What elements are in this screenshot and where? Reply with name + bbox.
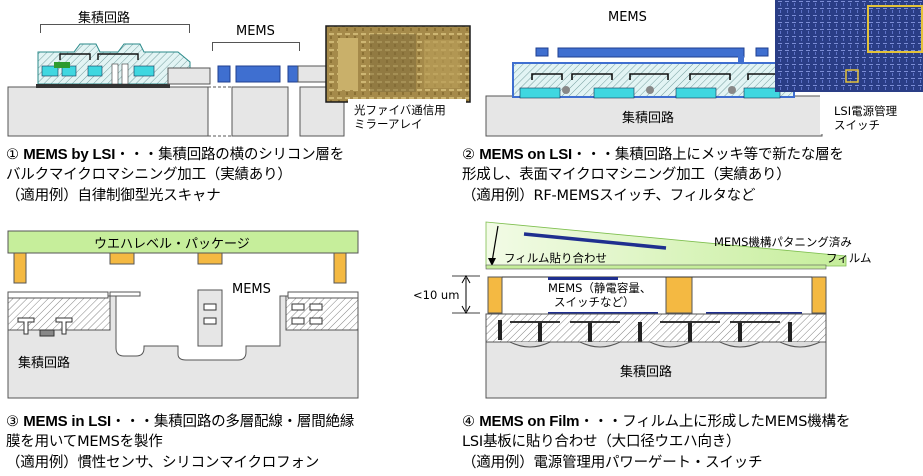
- panel4-label-bond: フィルム貼り合わせ: [504, 251, 608, 265]
- panel4-caption-line3: （適用例）電源管理用パワーゲート・スイッチ: [462, 455, 763, 471]
- panel1-caption-line3: （適用例）自律制御型光スキャナ: [6, 188, 221, 204]
- panel3-caption-line3: （適用例）慣性センサ、シリコンマイクロフォン: [6, 455, 320, 471]
- panel1-label-circuit: 集積回路: [78, 11, 131, 26]
- panel1-caption-line1: ① MEMS by LSI・・・集積回路の横のシリコン層を: [6, 145, 344, 165]
- panel1-photo-caption-2: ミラーアレイ: [354, 117, 423, 131]
- panel2-mems-bridge: [557, 47, 745, 58]
- panel2-caption-title: MEMS on LSI: [479, 146, 573, 163]
- panel4-caption-title: MEMS on Film: [479, 413, 580, 430]
- panel3-diagram: [7, 230, 359, 399]
- panel4-label-circuit: 集積回路: [620, 365, 673, 380]
- panel4-caption-rest: ・・・フィルム上に形成したMEMS機構を: [579, 414, 851, 430]
- panel2-substrate: [485, 95, 823, 137]
- panel4-label-mems-2: スイッチなど）: [554, 295, 635, 309]
- panel4-diagram: [452, 221, 847, 399]
- panel2-photo-caption-1: LSI電源管理: [834, 104, 898, 118]
- panel4-label-film-2: フィルム: [826, 251, 872, 265]
- panel1-substrate-left: [7, 86, 209, 137]
- panel4-caption-number: ④: [462, 414, 480, 430]
- panel2-label-circuit: 集積回路: [622, 111, 675, 126]
- panel3-caption-line2: 膜を用いてMEMSを製作: [6, 434, 163, 450]
- panel3-label-package: ウエハレベル・パッケージ: [94, 237, 250, 252]
- panel3-caption-number: ③: [6, 414, 24, 430]
- panel1-caption-number: ①: [6, 147, 24, 163]
- panel1-caption-rest: ・・・集積回路の横のシリコン層を: [115, 147, 345, 163]
- panel2-caption-rest: ・・・集積回路上にメッキ等で新たな層を: [572, 147, 844, 163]
- panel2-caption-line2: 形成し、表面マイクロマシニング加工（実績あり）: [462, 167, 791, 183]
- panel4-film-piece: [523, 232, 667, 250]
- panel2-caption-number: ②: [462, 147, 480, 163]
- panel2-caption-line1: ② MEMS on LSI・・・集積回路上にメッキ等で新たな層を: [462, 145, 844, 165]
- panel2-caption-line3: （適用例）RF-MEMSスイッチ、フィルタなど: [462, 188, 756, 204]
- panel1-label-mems: MEMS: [236, 24, 275, 39]
- panel4-film: [485, 221, 847, 267]
- panel2-photo-caption-2: スイッチ: [834, 118, 880, 132]
- panel1-bracket-mems: [212, 42, 300, 51]
- panel3-label-circuit: 集積回路: [18, 356, 71, 371]
- panel3-label-mems: MEMS: [232, 282, 271, 297]
- panel1-mems-block-1: [217, 65, 231, 83]
- panel1-mems-block-3: [287, 65, 299, 83]
- panel4-label-film-1: MEMS機構パタニング済み: [714, 235, 852, 249]
- panel1-substrate-mid: [231, 86, 289, 137]
- panel3-package: [7, 230, 359, 254]
- panel2-photo: [775, 0, 923, 92]
- panel1-mems-block-2: [235, 65, 281, 83]
- panel3-caption-line1: ③ MEMS in LSI・・・集積回路の多層配線・層間絶縁: [6, 412, 354, 432]
- panel3-caption-rest: ・・・集積回路の多層配線・層間絶縁: [111, 414, 355, 430]
- panel4-substrate: [485, 341, 827, 399]
- panel3-caption-title: MEMS in LSI: [23, 413, 112, 430]
- panel1-photo-caption-1: 光ファイバ通信用: [354, 103, 446, 117]
- panel4-interconnect: [485, 313, 827, 345]
- panel1-caption-title: MEMS by LSI: [23, 146, 116, 163]
- panel4-caption-line1: ④ MEMS on Film・・・フィルム上に形成したMEMS機構を: [462, 412, 850, 432]
- panel2-label-mems: MEMS: [608, 10, 647, 25]
- panel2-diagram: [485, 0, 923, 137]
- panel1-diagram: [7, 25, 471, 137]
- panel1-caption-line2: バルクマイクロマシニング加工（実績あり）: [6, 167, 292, 183]
- panel4-caption-line2: LSI基板に貼り合わせ（大口径ウエハ向き）: [462, 434, 741, 450]
- panel4-label-gap: <10 um: [413, 288, 460, 302]
- panel1-bracket-circuit: [40, 24, 190, 33]
- panel4-label-mems-1: MEMS（静電容量、: [548, 281, 652, 295]
